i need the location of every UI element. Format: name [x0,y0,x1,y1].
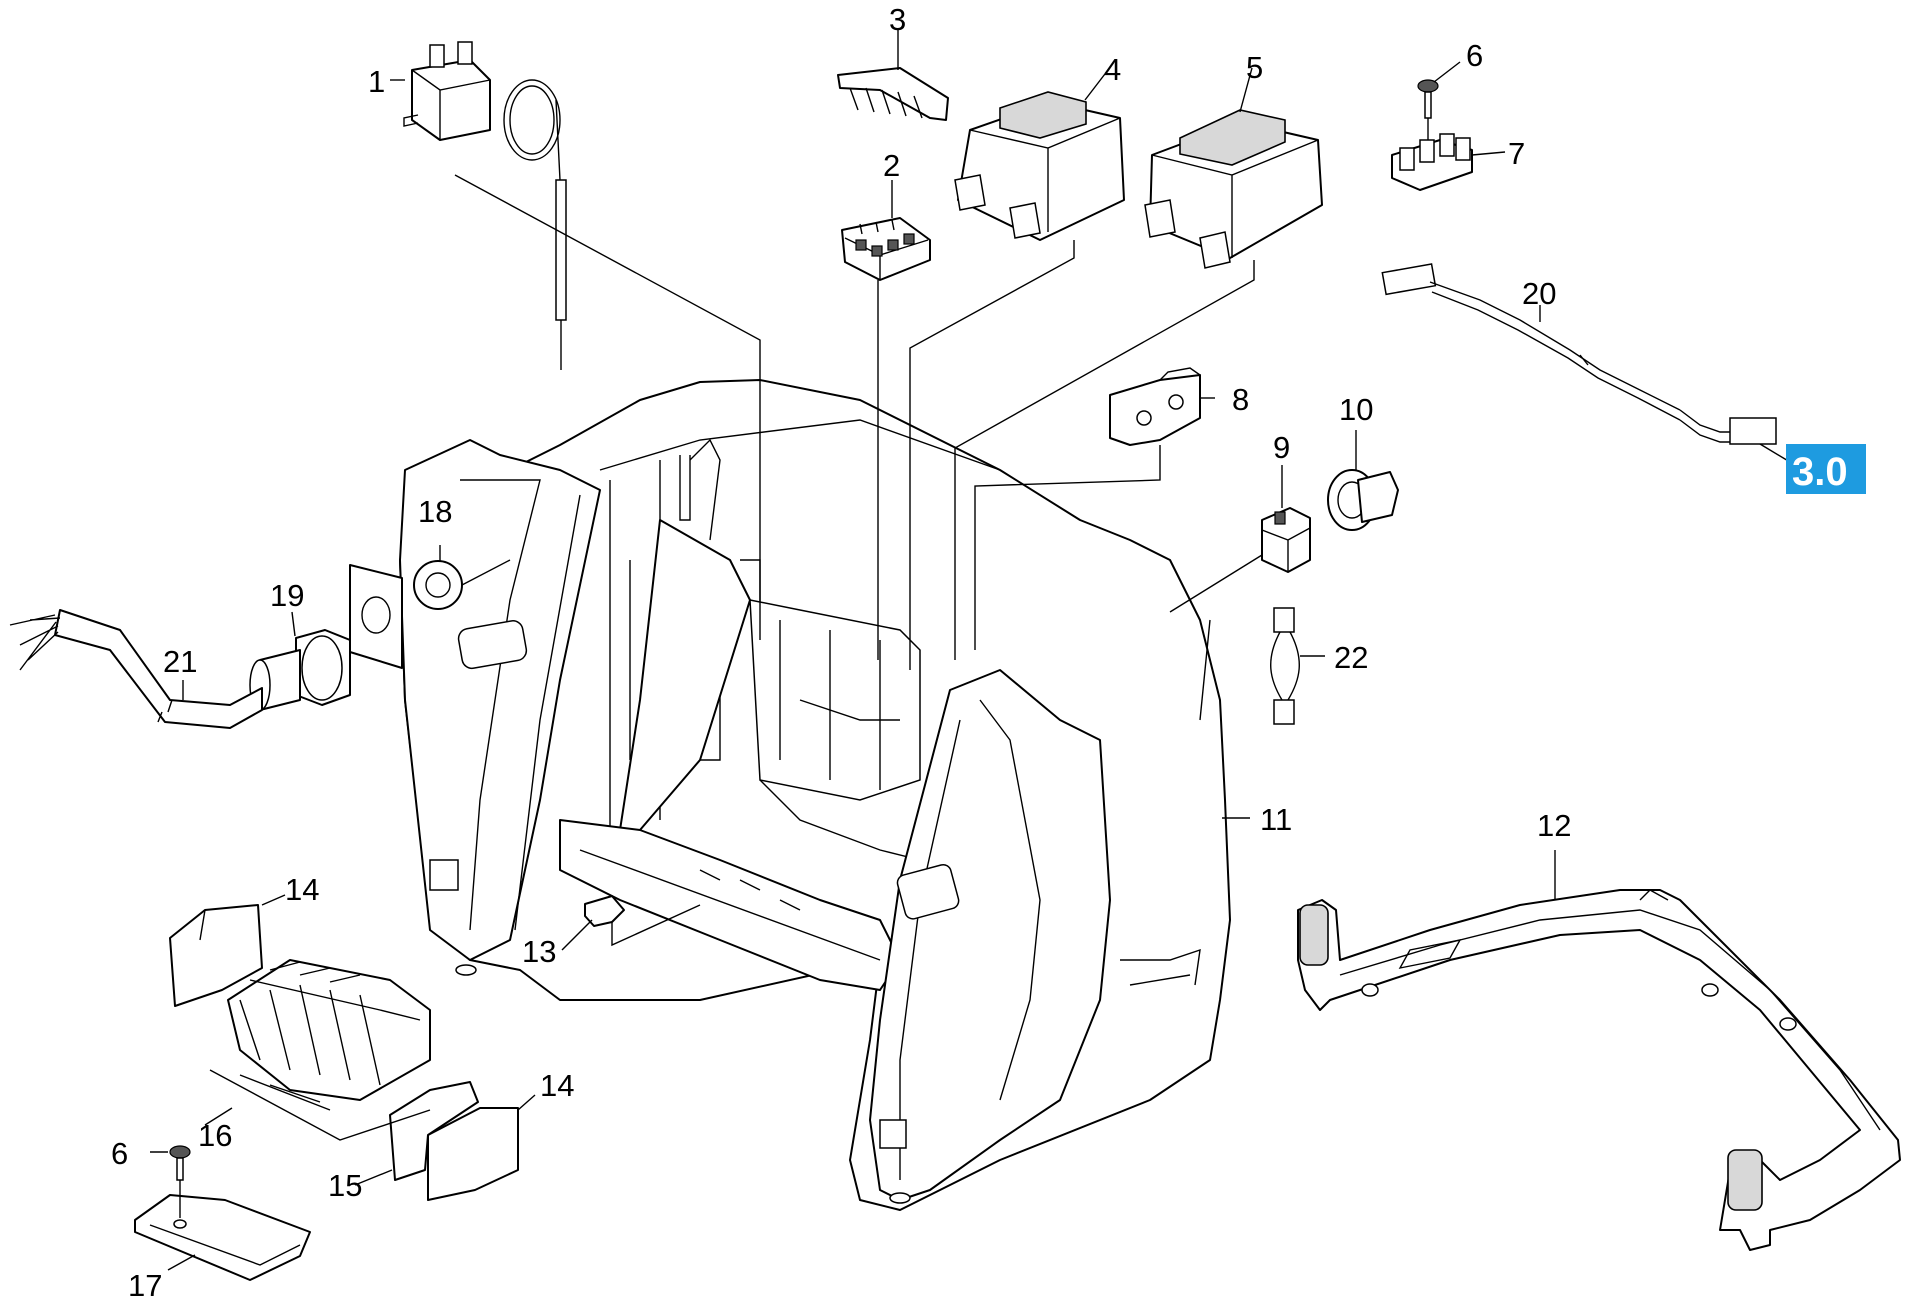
leader-5 [1239,67,1253,113]
reference-tag-label: 3.0 [1792,450,1848,494]
callout-10: 10 [1339,392,1373,427]
leader-5-housing [954,260,1255,660]
reference-tag[interactable]: 3.0 [1786,444,1866,494]
leader-17 [167,1254,196,1271]
connector-strip-part-7 [1391,133,1473,191]
leader-14-lower [517,1094,536,1111]
leader-16 [204,1107,233,1126]
callout-20: 20 [1522,276,1556,311]
leader-19 [291,611,296,637]
leader-9-housing [1169,554,1263,613]
callout-8: 8 [1232,382,1249,417]
callout-19: 19 [270,578,304,613]
leader-16-group [209,1069,431,1141]
callout-labels: 1 2 3 4 5 6 7 8 9 10 11 12 13 14 14 15 1… [111,2,1571,1303]
comb-bracket-part-3 [837,67,949,121]
din-rail-part-17 [134,1194,311,1281]
callout-14-lower: 14 [540,1068,574,1103]
power-cable-part-21 [9,609,263,729]
terminal-block-part-2 [841,217,931,281]
knob-part-10 [1327,469,1399,531]
callout-7: 7 [1508,136,1525,171]
callout-21: 21 [163,644,197,679]
transformer-part-5 [1144,109,1323,269]
leader-13-housing [611,904,701,947]
callout-18: 18 [418,494,452,529]
transformer-part-4 [954,91,1125,241]
callout-6-top: 6 [1466,38,1483,73]
housing-part-11 [399,379,1231,1211]
cable-part-22 [1270,607,1300,725]
end-plate-part-14-lower [427,1107,519,1201]
leader-6-top [1433,61,1461,83]
wiring-harness-part-20 [1381,263,1777,445]
callout-22: 22 [1334,640,1368,675]
callout-6-bottom: 6 [111,1136,128,1171]
callout-11: 11 [1260,802,1292,837]
reference-tag-background [1786,444,1866,494]
leader-ref [1759,443,1791,463]
leader-lines [150,30,1791,1271]
callout-12: 12 [1537,808,1571,843]
callout-1: 1 [368,64,385,99]
callout-16: 16 [198,1118,232,1153]
callout-4: 4 [1104,52,1121,87]
thermostat-part-1 [403,41,567,370]
leader-4-housing [909,240,1075,670]
callout-13: 13 [522,934,556,969]
callout-9: 9 [1273,430,1290,465]
callout-5: 5 [1246,50,1263,85]
callout-17: 17 [128,1268,162,1303]
leader-8-housing [974,445,1161,650]
callout-15: 15 [328,1168,362,1203]
leader-14-upper [261,894,286,906]
leader-15 [354,1169,393,1186]
leader-4 [1084,69,1109,101]
callout-3: 3 [889,2,906,37]
terminal-blocks-part-16 [227,959,431,1101]
cable-gland-part-19 [249,564,403,711]
separator-part-15 [389,1081,479,1181]
leader-18-housing [461,559,511,586]
nut-part-18 [413,560,463,610]
callout-2: 2 [883,148,900,183]
screw-part-6-bottom [169,1145,191,1181]
handle-frame-part-12 [1297,889,1901,1251]
plate-part-8 [1109,367,1201,446]
switch-part-9 [1261,507,1311,573]
end-plate-part-14-upper [169,904,263,1007]
callout-14-upper: 14 [285,872,319,907]
screw-part-6-top [1417,79,1439,119]
leader-7 [1471,151,1506,156]
leader-13 [561,919,593,951]
leader-1-housing [454,174,761,640]
